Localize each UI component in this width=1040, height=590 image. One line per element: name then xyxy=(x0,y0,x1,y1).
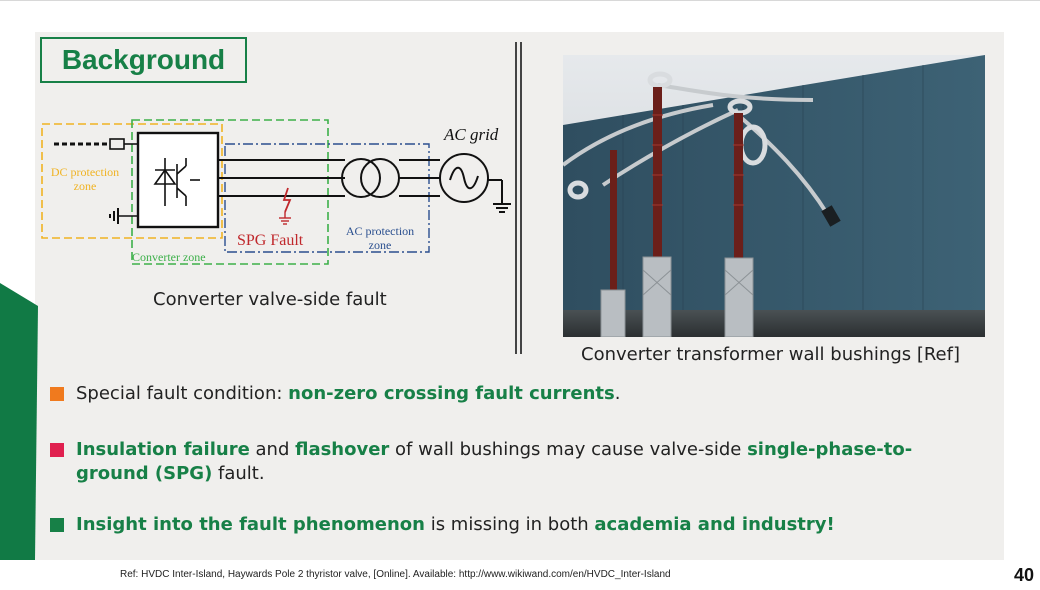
wall-bushings-photo xyxy=(563,55,985,337)
bullet-text: Special fault condition: xyxy=(76,383,289,404)
transformer-icon xyxy=(341,158,400,198)
bullet-text: fault. xyxy=(212,463,265,484)
top-border xyxy=(0,0,1040,1)
photo-caption: Converter transformer wall bushings [Ref… xyxy=(581,344,960,365)
bullet-text: of wall bushings may cause valve-side xyxy=(389,439,748,460)
bullet-text: and xyxy=(249,439,296,460)
ac-zone-label-line2: zone xyxy=(369,238,392,252)
bullet-highlight: Insulation failure xyxy=(76,439,250,460)
bullet-square-green xyxy=(50,518,64,532)
title-box: Background xyxy=(40,37,247,83)
page-number: 40 xyxy=(1014,565,1035,585)
ac-source-icon xyxy=(439,153,489,203)
dc-zone-label-line1: DC protection xyxy=(51,165,119,179)
bullet-highlight: flashover xyxy=(295,439,390,460)
converter-zone-label: Converter zone xyxy=(132,250,206,264)
bullet-square-red xyxy=(50,443,64,457)
vertical-separator xyxy=(515,42,523,354)
fault-label: SPG Fault xyxy=(237,232,304,249)
footer-reference: Ref: HVDC Inter-Island, Haywards Pole 2 … xyxy=(120,569,671,580)
converter-block xyxy=(136,131,220,229)
ac-grid-label: AC grid xyxy=(443,125,499,144)
bullet-highlight: academia and industry! xyxy=(594,514,835,535)
ac-protection-zone-box xyxy=(224,143,430,253)
green-corner-shape xyxy=(0,283,38,560)
igbt-icon xyxy=(153,158,200,206)
diagram-caption: Converter valve-side fault xyxy=(153,289,387,310)
bullet-highlight: single-phase-to-ground (SPG) xyxy=(76,439,913,484)
fault-diagram: DC protection zone Converter zone AC pro… xyxy=(41,119,511,265)
ac-ground-icon xyxy=(493,203,511,213)
bullet-highlight: Insight into the fault phenomenon xyxy=(76,514,425,535)
dc-zone-label-line2: zone xyxy=(74,179,97,193)
dc-reactor-icon xyxy=(109,138,125,150)
bullet-text: is missing in both xyxy=(424,514,595,535)
converter-zone-box xyxy=(131,119,329,265)
fault-lightning-icon xyxy=(279,187,292,225)
dc-ground-icon xyxy=(109,208,119,224)
ac-zone-label-line1: AC protection xyxy=(346,224,414,238)
bullet-square-orange xyxy=(50,387,64,401)
bullet-highlight: non-zero crossing fault currents xyxy=(288,383,615,404)
slide-title: Background xyxy=(61,44,226,75)
bullet-text: . xyxy=(614,383,621,404)
